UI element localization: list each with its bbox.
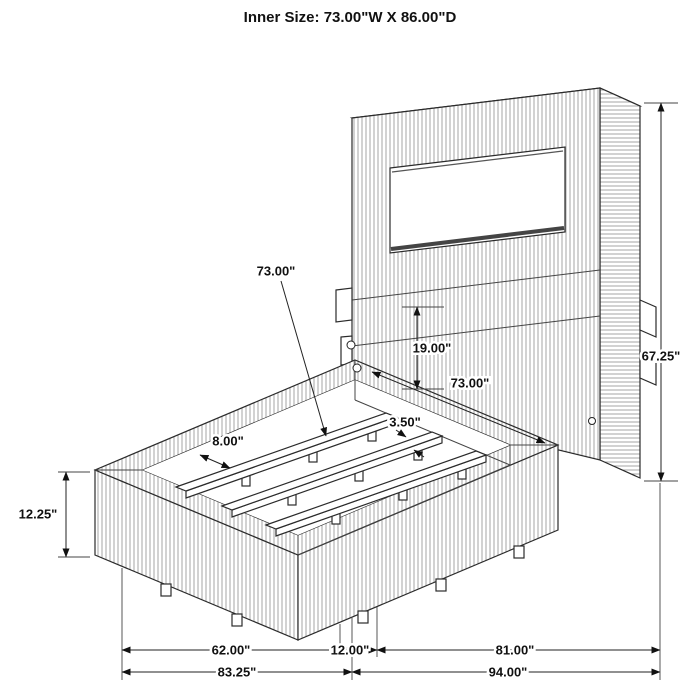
headboard-step-block: [340, 335, 353, 366]
panel-shadow-line: [390, 226, 565, 251]
dim-bottom-row2: 83.25" 94.00": [121, 662, 661, 682]
floor-foot: [435, 578, 447, 592]
dim-opening-height: 19.00": [402, 306, 454, 390]
dim-label-94: 94.00": [489, 665, 528, 680]
headboard-step-block: [639, 351, 657, 386]
slat-top: [264, 450, 488, 530]
dim-slat-width: 3.50": [387, 412, 425, 458]
dim-label-base-height: 12.25": [19, 507, 58, 522]
headboard-side-face: [599, 87, 641, 479]
floor-foot: [160, 583, 172, 597]
dim-label-12: 12.00": [331, 643, 370, 658]
headboard-step-block: [335, 287, 353, 323]
dim-label-62: 62.00": [212, 643, 251, 658]
bolt-hole: [346, 340, 356, 350]
slat: [264, 450, 488, 537]
dim-label-slat-length: 73.00": [257, 264, 296, 279]
dim-inner-width: 73.00": [371, 371, 546, 444]
panel-top-seam: [391, 150, 564, 173]
headboard-seam: [351, 269, 601, 301]
bolt-hole: [588, 417, 596, 425]
headboard-step-block: [639, 299, 657, 338]
diagram-title: Inner Size: 73.00"W X 86.00"D: [244, 9, 457, 26]
dim-base-height: 12.25": [16, 471, 90, 558]
dimensions: 73.00" 19.00" 67.25" 73.00" 8.00": [16, 102, 683, 682]
floor-foot: [231, 613, 243, 627]
dim-slat-gap: 8.00": [199, 431, 246, 469]
interior-edge: [297, 464, 511, 556]
dim-label-slat-width: 3.50": [389, 415, 420, 430]
headboard-seam: [351, 315, 601, 347]
bolt-hole: [352, 363, 362, 373]
floor-foot: [513, 545, 525, 559]
dim-bottom-row1: 62.00" 12.00" 81.00": [121, 640, 661, 660]
dim-label-headboard-height: 67.25": [642, 349, 681, 364]
headboard-panel-opening: [389, 146, 566, 254]
dim-slat-length: 73.00": [254, 261, 327, 437]
slat: [174, 412, 398, 499]
dim-label-81: 81.00": [496, 643, 535, 658]
dim-label-8325: 83.25": [218, 665, 257, 680]
dim-headboard-height: 67.25": [639, 102, 683, 482]
slat-rails: [174, 412, 488, 537]
dim-label-opening-height: 19.00": [413, 341, 452, 356]
dim-label-inner-width: 73.00": [451, 376, 490, 391]
dim-label-slat-gap: 8.00": [212, 434, 243, 449]
floor-foot: [357, 610, 369, 624]
